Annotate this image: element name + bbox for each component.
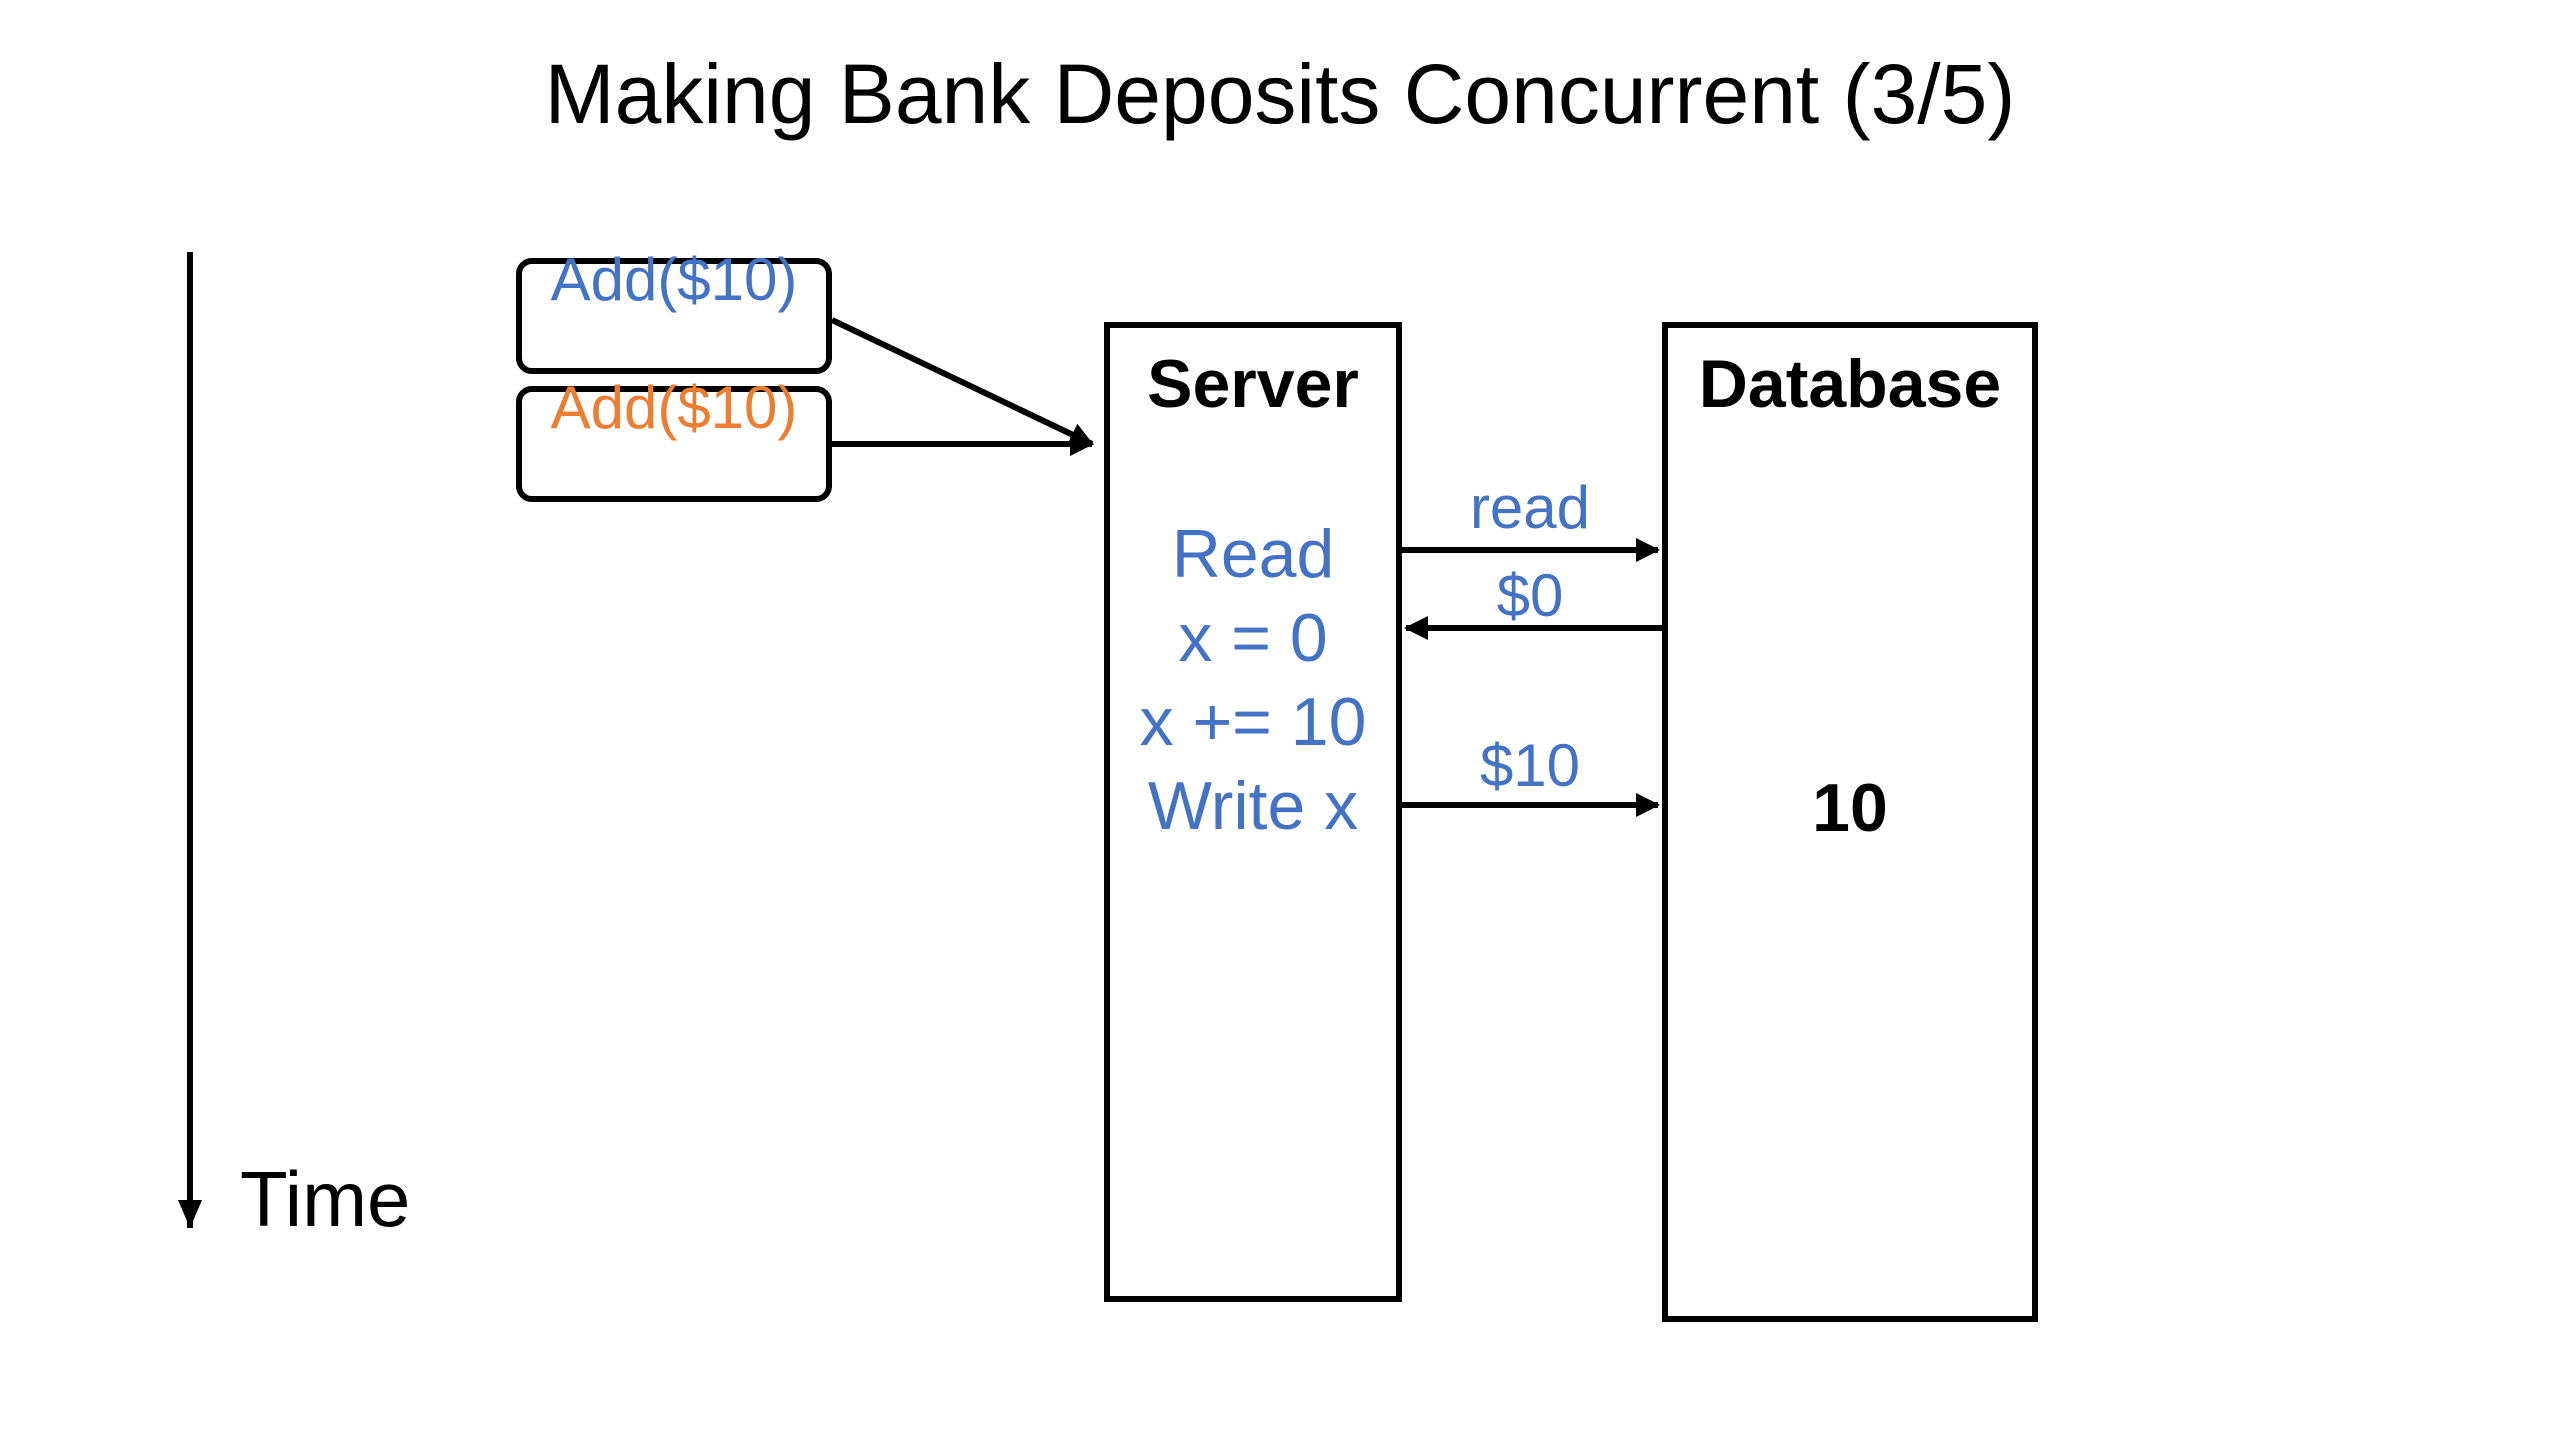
slide-title: Making Bank Deposits Concurrent (3/5) [544,47,2016,141]
read-message-label: read [1469,474,1591,541]
request-1-arrow [830,317,1094,447]
server-step-read: Read [1171,516,1335,592]
server-heading: Server [1147,346,1359,422]
time-axis-arrowhead [178,1200,202,1228]
database-box: Database 10 [1662,322,2038,1322]
database-value: 10 [1812,770,1888,846]
server-step-write: Write x [1147,768,1359,844]
ten-message-label: $10 [1479,732,1581,799]
request-1-label: Add($10) [550,246,798,313]
request-box-2: Add($10) [516,376,832,502]
zero-message-label: $0 [1496,562,1564,629]
server-box: Server Read x = 0 x += 10 Write x [1104,322,1402,1302]
request-box-1: Add($10) [516,248,832,374]
server-steps: Read x = 0 x += 10 Write x [1110,512,1396,848]
server-step-assign: x = 0 [1178,600,1328,676]
database-heading: Database [1698,346,2002,422]
request-2-label: Add($10) [550,374,798,441]
time-label: Time [240,1155,411,1243]
server-step-increment: x += 10 [1139,684,1367,760]
